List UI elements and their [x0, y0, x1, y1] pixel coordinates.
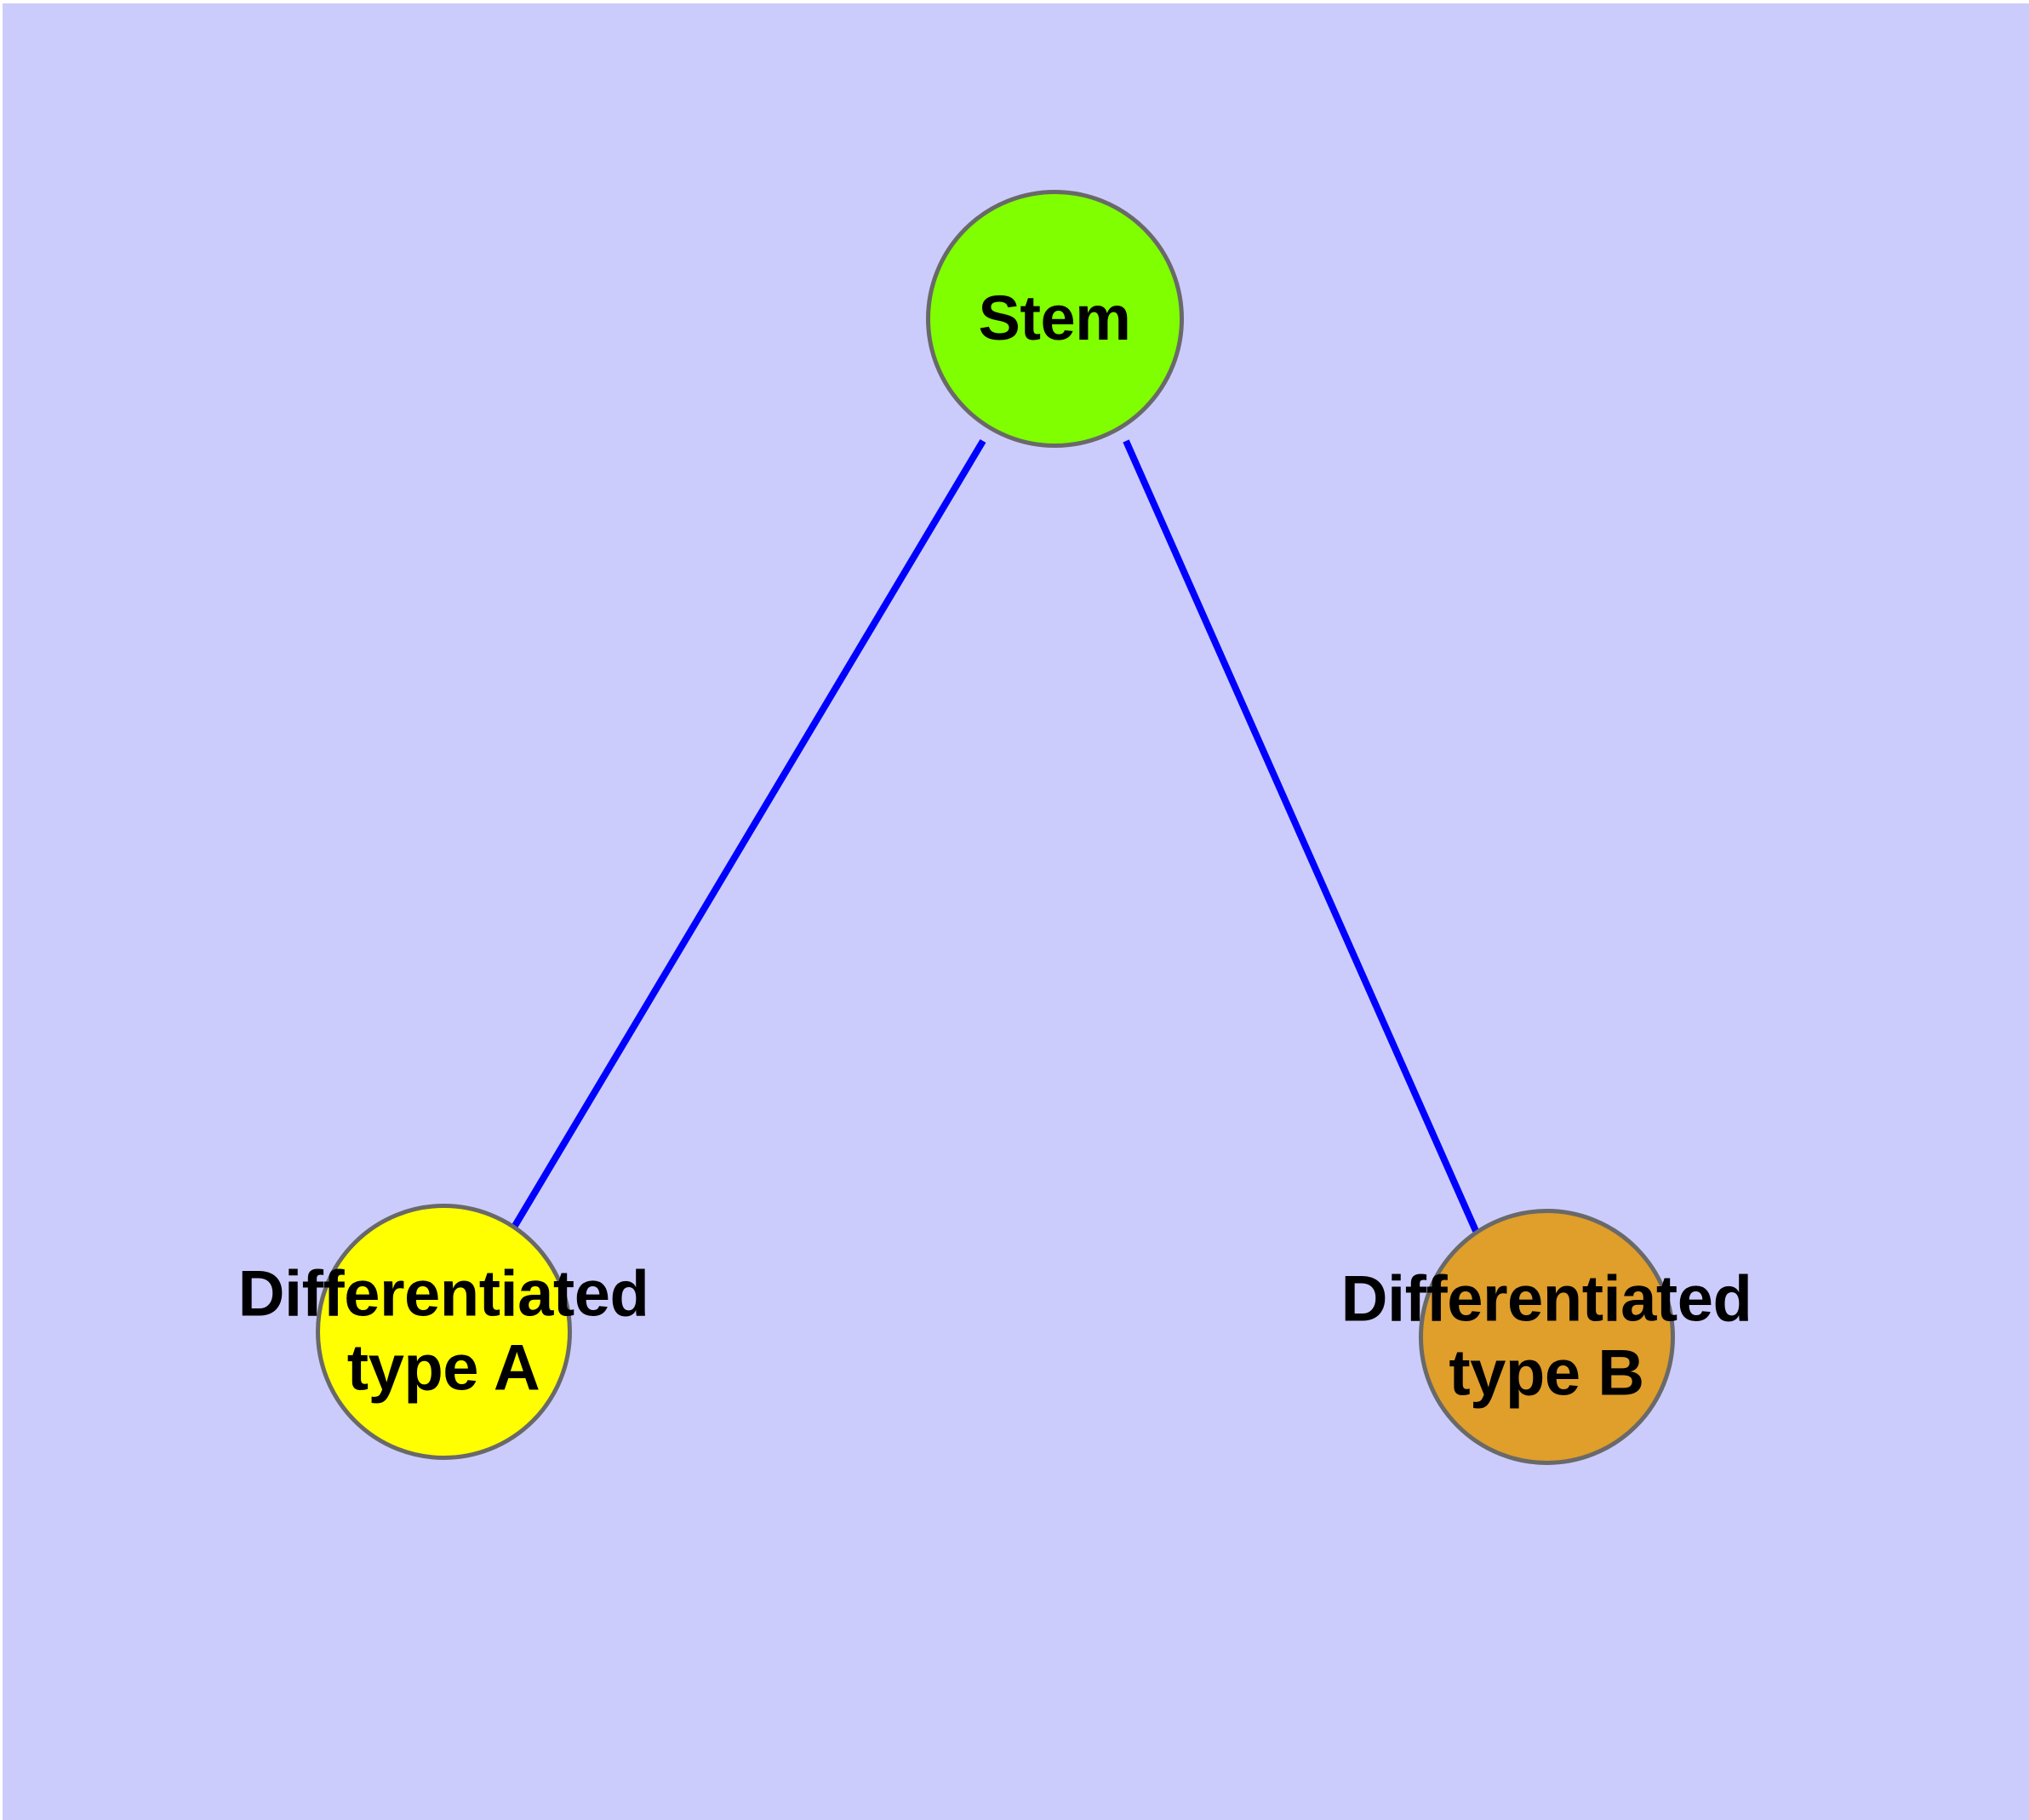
edge-stem-to-differentiated-type-a — [512, 438, 986, 1228]
node-differentiated-type-a[interactable] — [316, 1204, 572, 1460]
edge-stem-to-differentiated-type-b — [1123, 439, 1479, 1233]
node-differentiated-type-b[interactable] — [1419, 1209, 1675, 1465]
node-stem[interactable] — [926, 190, 1184, 448]
